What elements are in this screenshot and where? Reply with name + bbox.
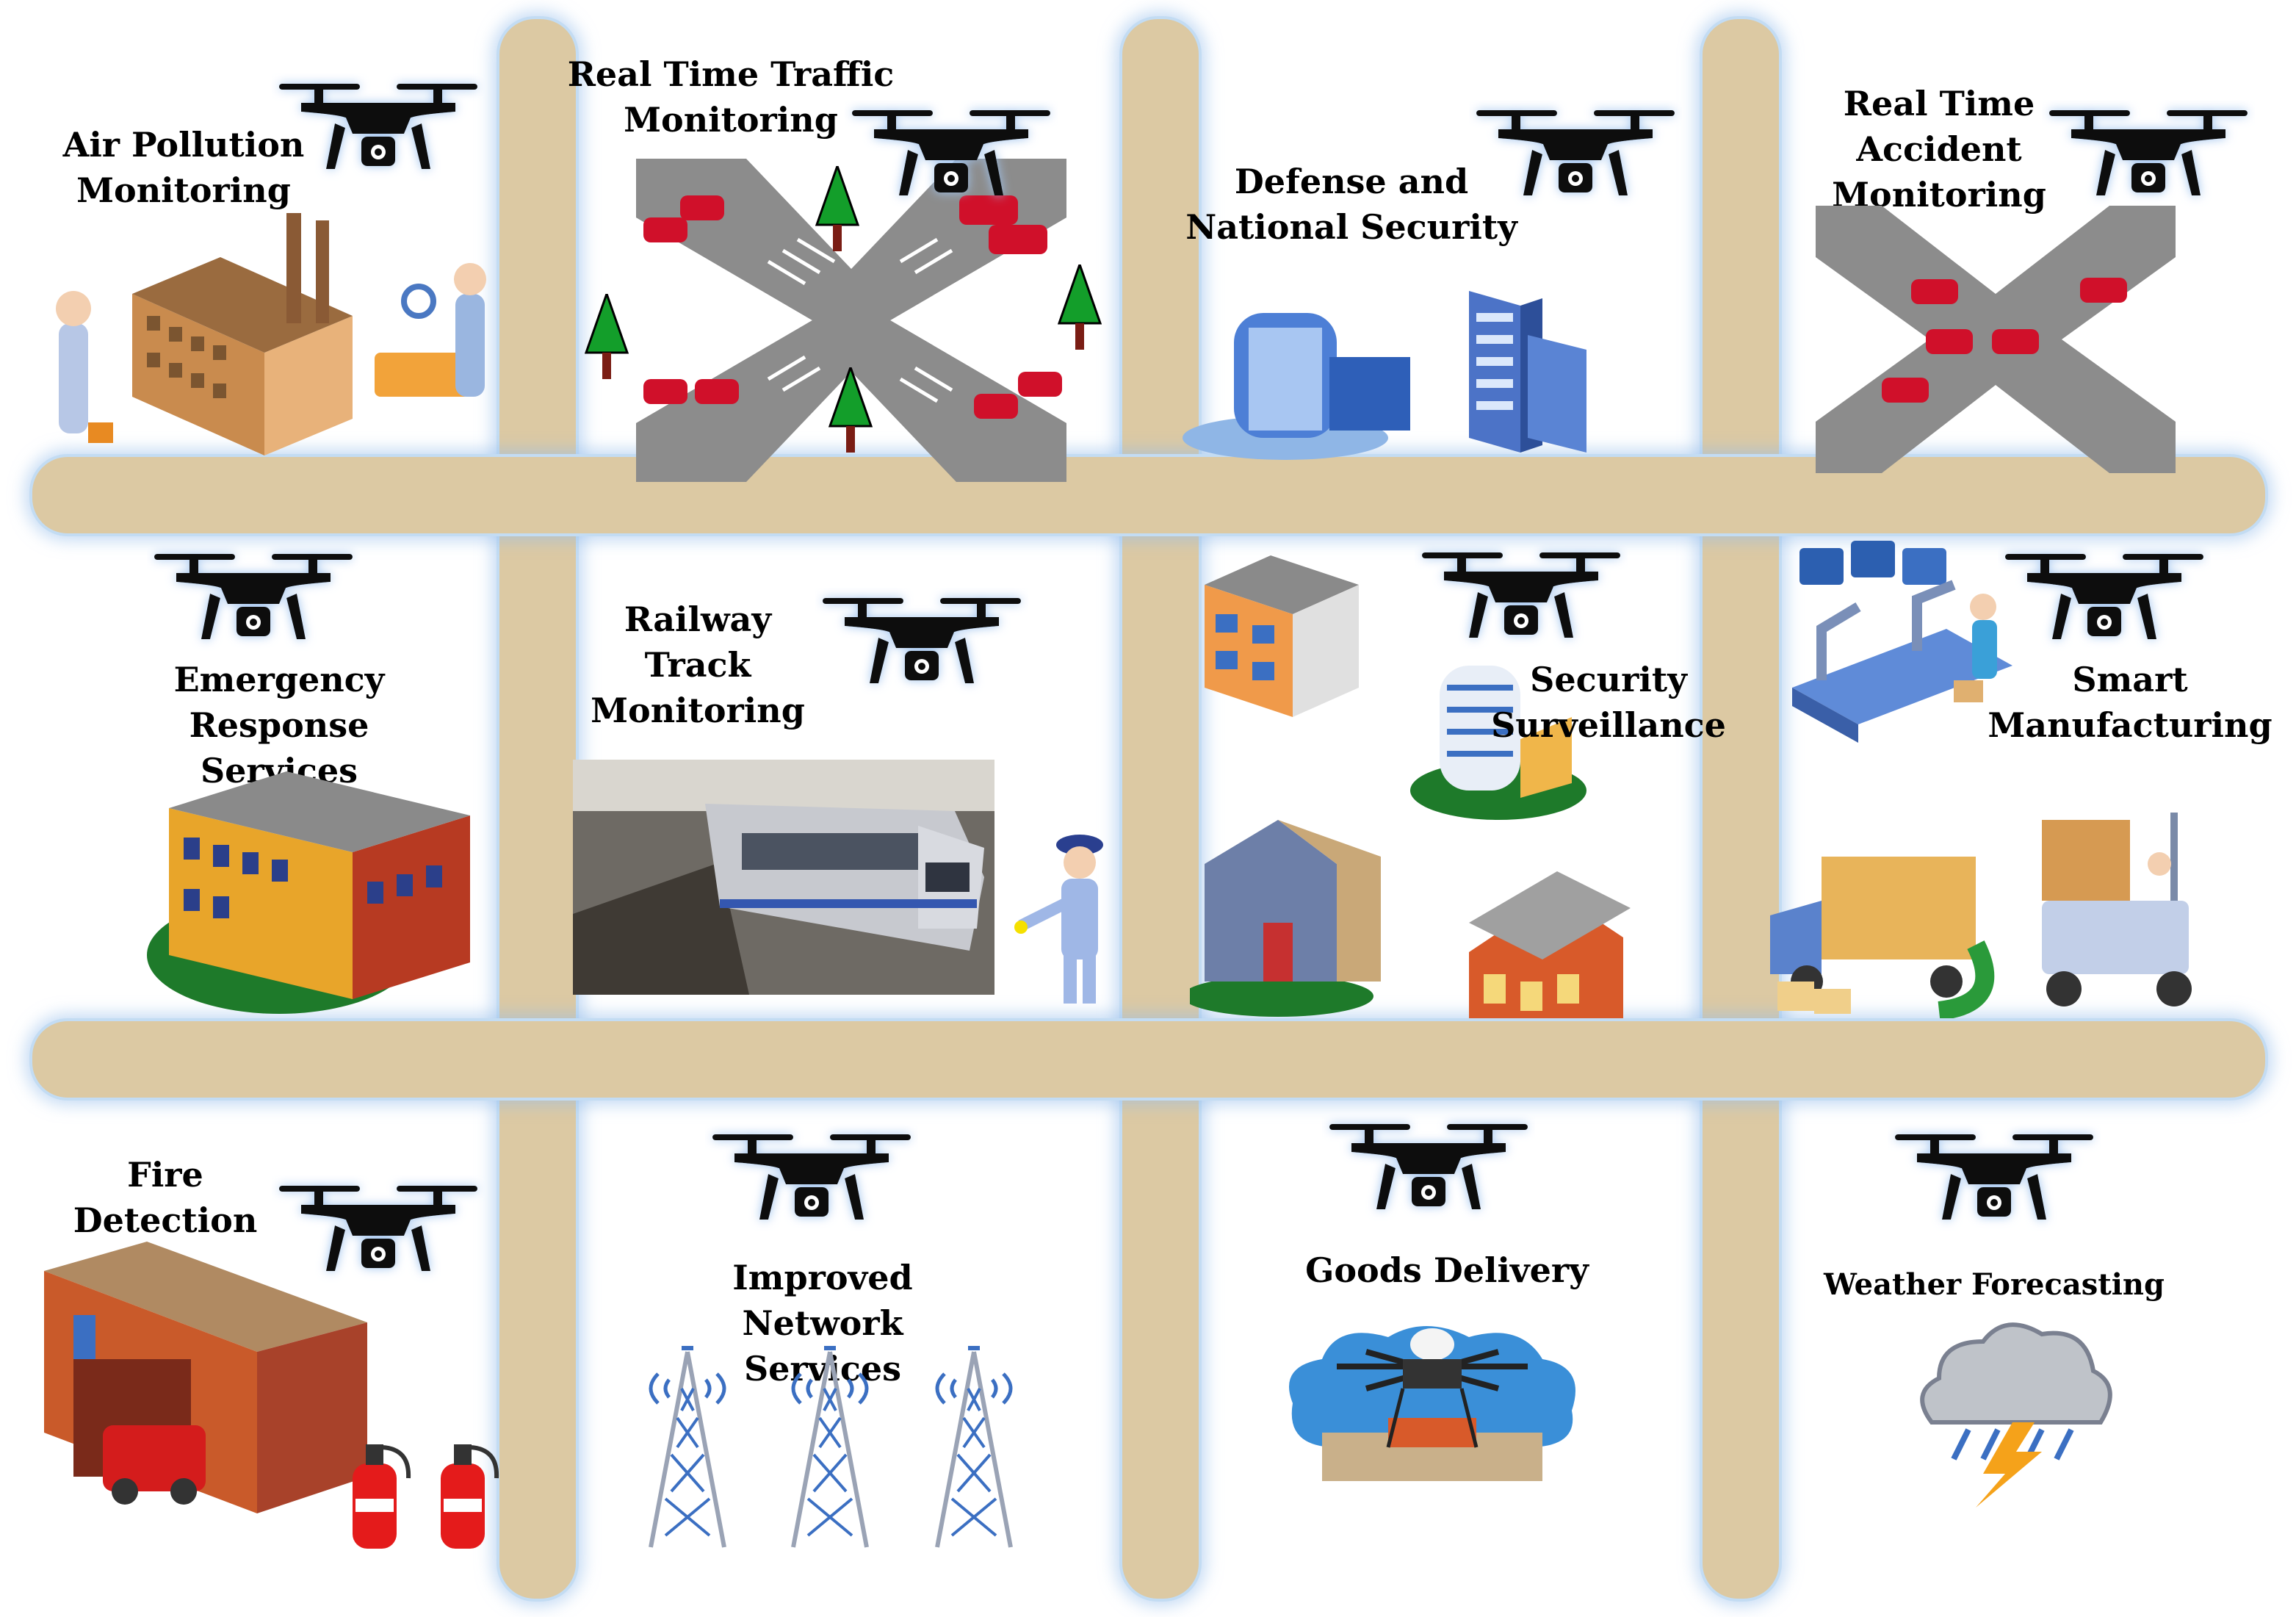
tree-icon <box>584 290 629 379</box>
label-real-time-accident-monitoring: Real Time Accident Monitoring <box>1832 84 2046 215</box>
road-vertical-1 <box>497 16 579 1602</box>
drone-icon <box>815 588 1028 698</box>
tree-icon <box>1057 261 1102 350</box>
drone-icon <box>2042 100 2255 210</box>
cell-tower-icon <box>779 1344 881 1550</box>
tree-icon <box>815 162 860 251</box>
label-fire-detection: Fire Detection <box>73 1155 258 1240</box>
road-intersection-icon <box>636 159 1066 482</box>
crossroad-accident-icon <box>1816 206 2176 473</box>
drone-icon <box>845 100 1058 210</box>
cargo-drone-photo <box>1278 1315 1586 1481</box>
label-smart-manufacturing: Smart Manufacturing <box>1988 660 2272 745</box>
road-vertical-2 <box>1119 16 1202 1602</box>
drone-icon <box>1469 100 1682 210</box>
label-real-time-traffic-monitoring: Real Time Traffic Monitoring <box>567 54 895 140</box>
drone-icon <box>1415 542 1628 652</box>
robotic-assembly-icon <box>1777 533 2020 754</box>
logistics-forklift-icon <box>1763 798 2233 1020</box>
label-weather-forecasting: Weather Forecasting <box>1824 1267 2165 1302</box>
office-buildings-icon <box>1175 291 1616 467</box>
drone-icon <box>272 73 485 184</box>
residential-buildings-icon <box>1183 541 1660 1018</box>
road-vertical-3 <box>1700 16 1782 1602</box>
drone-icon <box>147 544 360 654</box>
road-horizontal-2 <box>29 1018 2268 1101</box>
drone-icon <box>1998 544 2211 654</box>
storm-cloud-icon <box>1910 1312 2115 1508</box>
factory-icon <box>22 206 499 463</box>
security-guard-icon <box>1014 830 1116 1006</box>
road-horizontal-1 <box>29 454 2268 536</box>
fire-extinguisher-icon <box>338 1434 411 1550</box>
label-defense-national-security: Defense and National Security <box>1185 162 1517 247</box>
cell-tower-icon <box>923 1344 1025 1550</box>
tree-icon <box>828 364 873 453</box>
fire-station-icon <box>29 1242 375 1513</box>
label-railway-track-monitoring: Railway Track Monitoring <box>591 599 805 730</box>
label-security-surveillance: Security Surveillance <box>1491 660 1726 745</box>
drone-icon <box>1888 1124 2101 1234</box>
cell-tower-icon <box>636 1344 739 1550</box>
label-air-pollution-monitoring: Air Pollution Monitoring <box>62 125 305 210</box>
fire-extinguisher-icon <box>426 1434 499 1550</box>
drone-icon <box>1322 1114 1535 1224</box>
drone-icon <box>705 1124 918 1234</box>
emergency-building-icon <box>147 757 485 1014</box>
metro-train-photo <box>573 760 994 995</box>
label-goods-delivery: Goods Delivery <box>1305 1250 1589 1290</box>
